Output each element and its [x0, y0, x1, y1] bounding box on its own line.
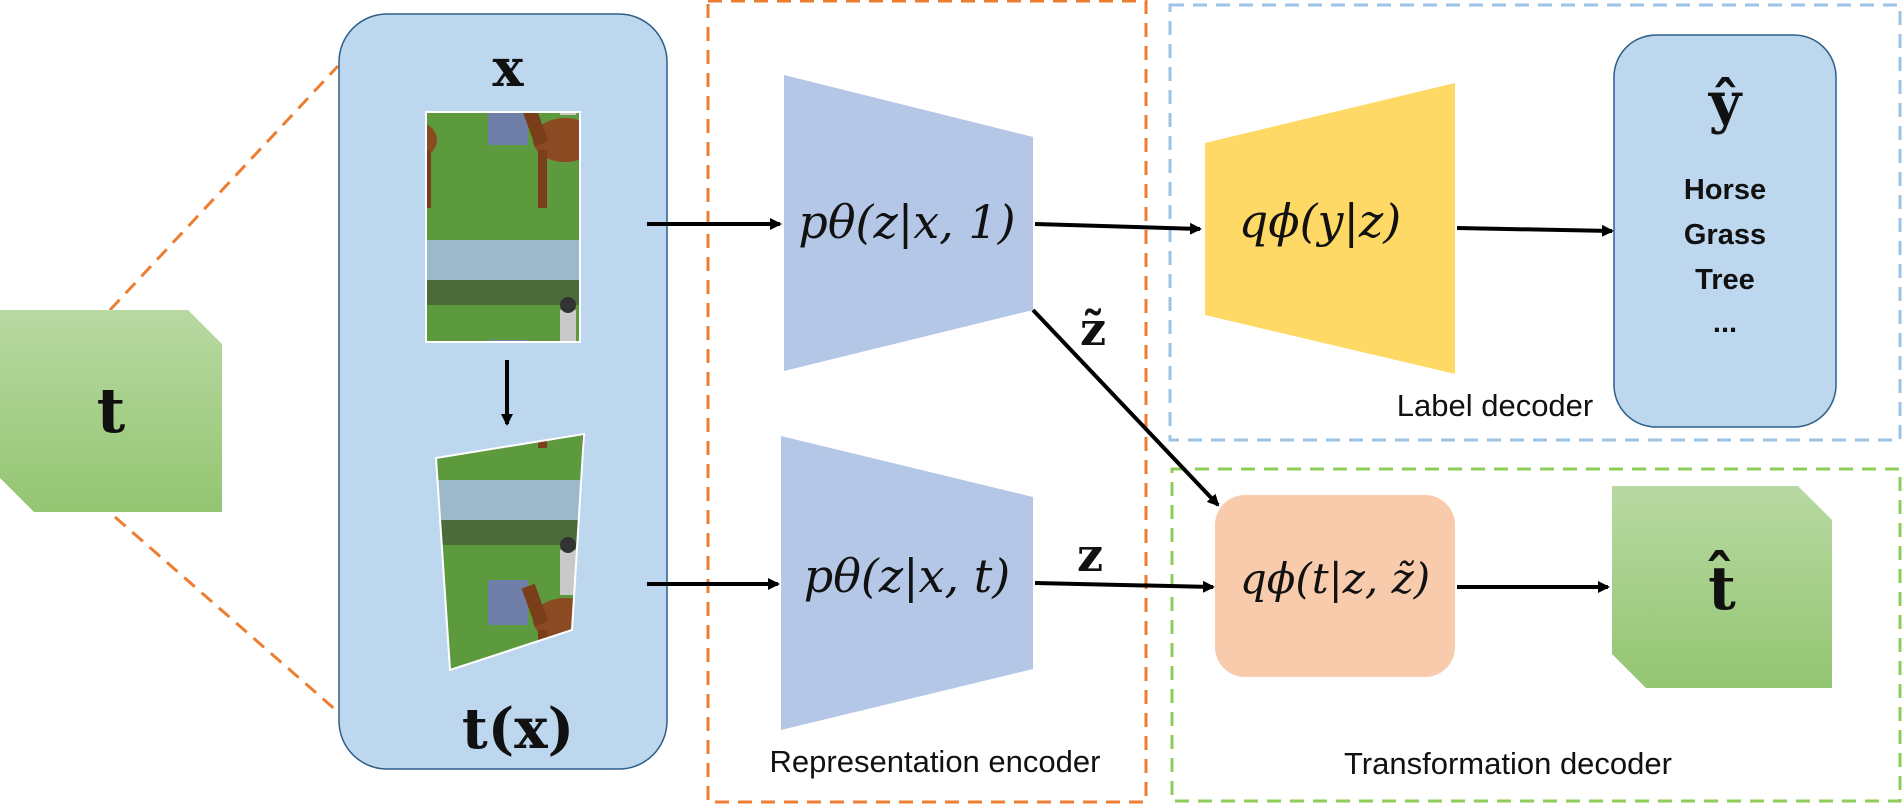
t-hat-symbol: t̂	[1707, 550, 1736, 624]
transformation-decoder-formula: qϕ(t|z, z̃)	[1240, 554, 1430, 603]
t-connector-bottom	[114, 515, 339, 714]
transformation-decoder-shape	[1215, 495, 1455, 677]
output-label-grass: Grass	[1684, 219, 1766, 251]
encoder-top-formula: pθ(z|x, 1)	[798, 195, 1015, 249]
transform-t-box	[0, 310, 222, 512]
label-output-box	[1613, 34, 1837, 428]
y-hat-symbol: ŷ	[1708, 70, 1743, 136]
output-label-ellipsis: ...	[1713, 307, 1737, 339]
transform-t-label: t	[97, 374, 126, 447]
label-decoder-frame	[1168, 3, 1902, 442]
arrow-z-tilde	[1031, 308, 1220, 507]
representation-encoder-frame	[706, 0, 1148, 804]
label-decoder-shape	[1205, 83, 1455, 374]
transformed-horse-image	[434, 432, 586, 672]
output-label-tree: Tree	[1695, 264, 1755, 296]
z-tilde-label: z̃	[1080, 302, 1106, 356]
output-label-horse: Horse	[1684, 174, 1766, 206]
tx-label: t(x)	[462, 696, 574, 762]
t-connector-top	[108, 64, 340, 312]
encoder-bottom	[781, 436, 1033, 730]
label-decoder-formula: qϕ(y|z)	[1239, 194, 1401, 248]
x-label: x	[492, 38, 524, 99]
input-box	[338, 13, 668, 770]
representation-encoder-label: Representation encoder	[770, 744, 1101, 779]
original-horse-image	[425, 111, 581, 343]
arrow-label-decoder-to-output	[1456, 224, 1614, 237]
arrow-encoder-to-transform-decoder	[1034, 580, 1215, 593]
encoder-top	[784, 75, 1033, 371]
label-decoder-section-label: Label decoder	[1397, 388, 1594, 423]
encoder-bottom-formula: pθ(z|x, t)	[804, 549, 1010, 603]
transformation-decoder-section-label: Transformation decoder	[1344, 746, 1672, 781]
arrow-encoder-to-label-decoder	[1034, 222, 1202, 235]
t-hat-output-box	[1612, 486, 1832, 688]
z-label: z	[1077, 528, 1103, 582]
